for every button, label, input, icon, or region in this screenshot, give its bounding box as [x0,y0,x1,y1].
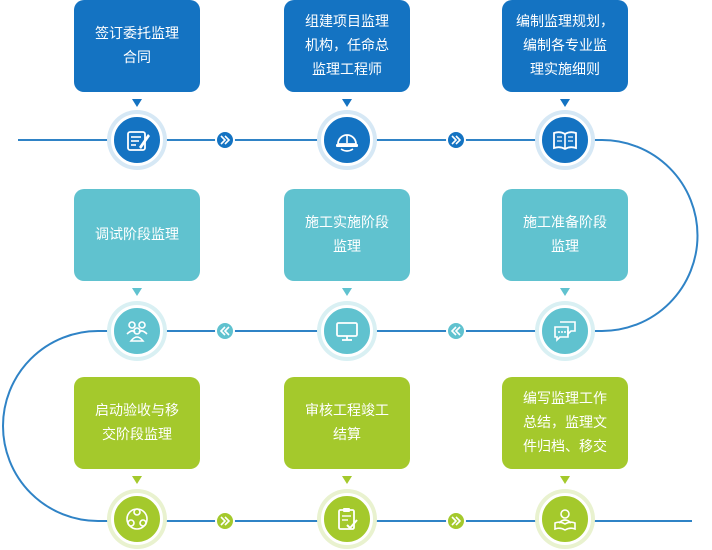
reader-person-icon [554,509,576,531]
node-construction-preparation [539,305,591,357]
step-box-settlement-review: 审核工程竣工 结算 [284,377,410,469]
checklist-icon [338,508,358,530]
step-box-supervision-plan: 编制监理规划， 编制各专业监 理实施细则 [502,0,628,92]
chevron-left-icon [446,321,466,341]
down-arrow-icon [132,99,142,107]
step-label: 施工准备阶段 监理 [523,215,607,255]
node-settlement-review [321,493,373,545]
node-set-up-organization [321,114,373,166]
node-construction-implementation [321,305,373,357]
step-label: 启动验收与移 交阶段监理 [95,403,179,443]
contract-pen-icon [127,131,150,151]
step-box-summary-archive: 编写监理工作 总结，监理文 件归档、移交 [502,377,628,469]
step-box-construction-preparation: 施工准备阶段 监理 [502,189,628,281]
step-label: 调试阶段监理 [95,227,179,243]
hard-hat-icon [336,134,358,152]
node-sign-contract [111,114,163,166]
network-circles-icon [126,508,148,530]
step-label: 编写监理工作 总结，监理文 件归档、移交 [523,391,607,455]
chevron-right-icon [215,511,235,531]
down-arrow-icon [560,476,570,484]
node-summary-archive [539,493,591,545]
monitor-icon [336,322,358,341]
down-arrow-icon [560,288,570,296]
chevron-right-icon [446,130,466,150]
down-arrow-icon [342,476,352,484]
chevron-right-icon [446,511,466,531]
node-supervision-plan [539,114,591,166]
node-commissioning [111,305,163,357]
down-arrow-icon [342,288,352,296]
step-label: 审核工程竣工 结算 [305,403,389,443]
down-arrow-icon [342,99,352,107]
chevron-left-icon [215,321,235,341]
down-arrow-icon [132,476,142,484]
chat-bubbles-icon [554,321,576,342]
step-box-set-up-organization: 组建项目监理 机构，任命总 监理工程师 [284,0,410,92]
step-label: 签订委托监理 合同 [95,26,179,66]
down-arrow-icon [560,99,570,107]
step-box-sign-contract: 签订委托监理 合同 [74,0,200,92]
step-box-construction-implementation: 施工实施阶段 监理 [284,189,410,281]
step-box-commissioning: 调试阶段监理 [74,189,200,281]
open-book-icon [553,131,577,151]
step-label: 施工实施阶段 监理 [305,215,389,255]
step-box-acceptance-handover: 启动验收与移 交阶段监理 [74,377,200,469]
down-arrow-icon [132,288,142,296]
chevron-right-icon [215,130,235,150]
step-label: 编制监理规划， 编制各专业监 理实施细则 [516,14,614,78]
step-label: 组建项目监理 机构，任命总 监理工程师 [305,14,389,78]
node-acceptance-handover [111,493,163,545]
team-people-icon [126,321,148,342]
